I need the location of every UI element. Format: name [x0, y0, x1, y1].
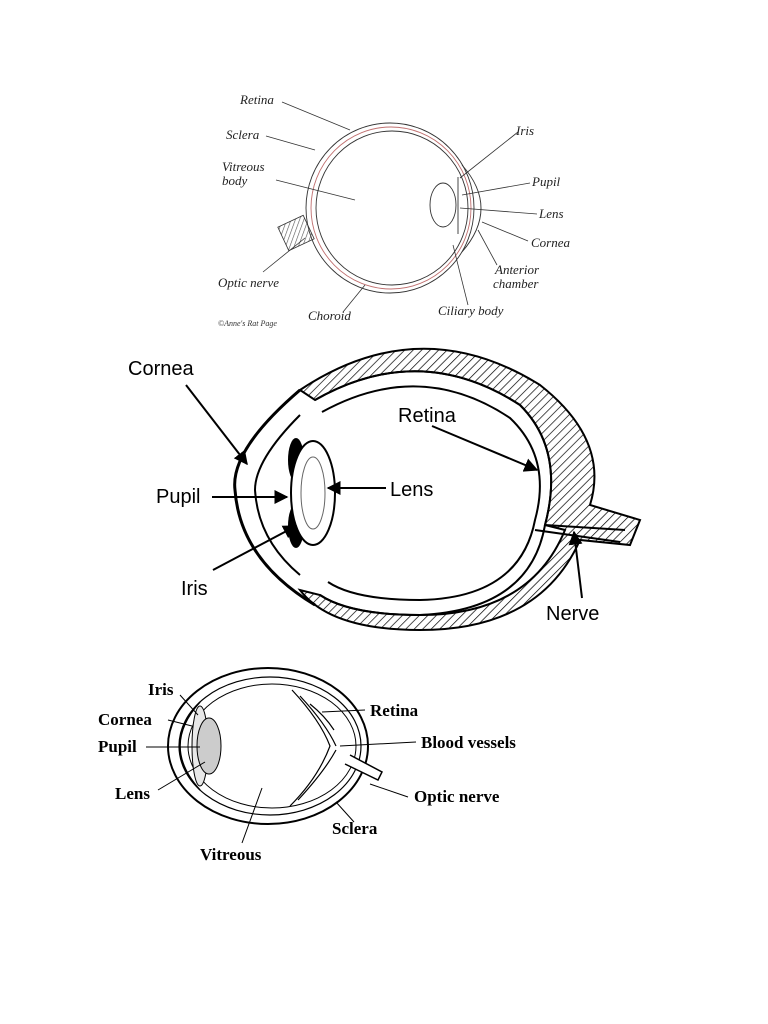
eye-diagram-2: Cornea Retina Pupil Lens Iris Nerve: [0, 330, 768, 650]
label-cornea: Cornea: [128, 358, 194, 380]
label-nerve: Nerve: [546, 603, 599, 625]
label-choroid: Choroid: [308, 308, 351, 323]
retina-band: [314, 370, 553, 617]
label-cornea: Cornea: [98, 710, 152, 729]
label-vitreous: Vitreous: [200, 845, 262, 864]
retina-outline: [178, 676, 362, 816]
pointer-lines: [262, 101, 538, 313]
arrows: [185, 384, 583, 599]
optic-nerve-shape: [277, 214, 315, 252]
label-blood-vessels: Blood vessels: [421, 733, 516, 752]
cornea-inner: [253, 414, 301, 576]
label-anterior-2: chamber: [493, 276, 539, 291]
label-lens: Lens: [115, 784, 150, 803]
credit-text: ©Anne's Rat Page: [218, 319, 277, 328]
sclera-outline: [305, 122, 475, 294]
label-iris: Iris: [515, 123, 534, 138]
label-cornea: Cornea: [531, 235, 571, 250]
label-pupil: Pupil: [98, 737, 137, 756]
label-iris: Iris: [148, 680, 174, 699]
sclera-wall: [297, 347, 642, 632]
cornea-curve: [179, 701, 201, 791]
cornea-outline: [461, 164, 482, 253]
label-retina: Retina: [398, 405, 457, 427]
label-sclera: Sclera: [226, 127, 260, 142]
eye-diagram-1: Retina Sclera Vitreous body Optic nerve …: [0, 80, 768, 330]
label-lens: Lens: [538, 206, 564, 221]
cornea-curve: [233, 388, 316, 607]
choroid-outline: [310, 126, 472, 290]
label-sclera: Sclera: [332, 819, 378, 838]
lens-inner: [300, 456, 326, 530]
label-optic-nerve: Optic nerve: [414, 787, 500, 806]
label-vitreous-2: body: [222, 173, 248, 188]
label-retina: Retina: [239, 92, 274, 107]
blood-vessels: [289, 689, 337, 807]
retina-outline: [315, 130, 469, 286]
retina-inner: [321, 385, 541, 602]
optic-nerve-channel: [544, 524, 626, 531]
label-vitreous-1: Vitreous: [222, 159, 265, 174]
eye-diagram-1-svg: Retina Sclera Vitreous body Optic nerve …: [218, 92, 571, 328]
label-pupil: Pupil: [531, 174, 561, 189]
lens-shape: [429, 182, 457, 228]
label-retina: Retina: [370, 701, 419, 720]
eye-diagram-3-svg: Iris Cornea Pupil Lens Retina Blood vess…: [98, 667, 516, 864]
lens-shape: [196, 717, 222, 775]
choroid-outline: [187, 683, 357, 809]
pointer-lines: [146, 694, 417, 844]
eye-diagram-2-svg: Cornea Retina Pupil Lens Iris Nerve: [128, 347, 642, 632]
label-optic-nerve: Optic nerve: [218, 275, 279, 290]
label-ciliary: Ciliary body: [438, 303, 504, 318]
label-iris: Iris: [181, 578, 208, 600]
label-anterior-1: Anterior: [494, 262, 540, 277]
label-lens: Lens: [390, 479, 433, 501]
sclera-outline: [167, 667, 369, 825]
label-pupil: Pupil: [156, 486, 200, 508]
eye-diagram-3: Iris Cornea Pupil Lens Retina Blood vess…: [0, 660, 768, 880]
optic-nerve-shape: [344, 754, 383, 781]
